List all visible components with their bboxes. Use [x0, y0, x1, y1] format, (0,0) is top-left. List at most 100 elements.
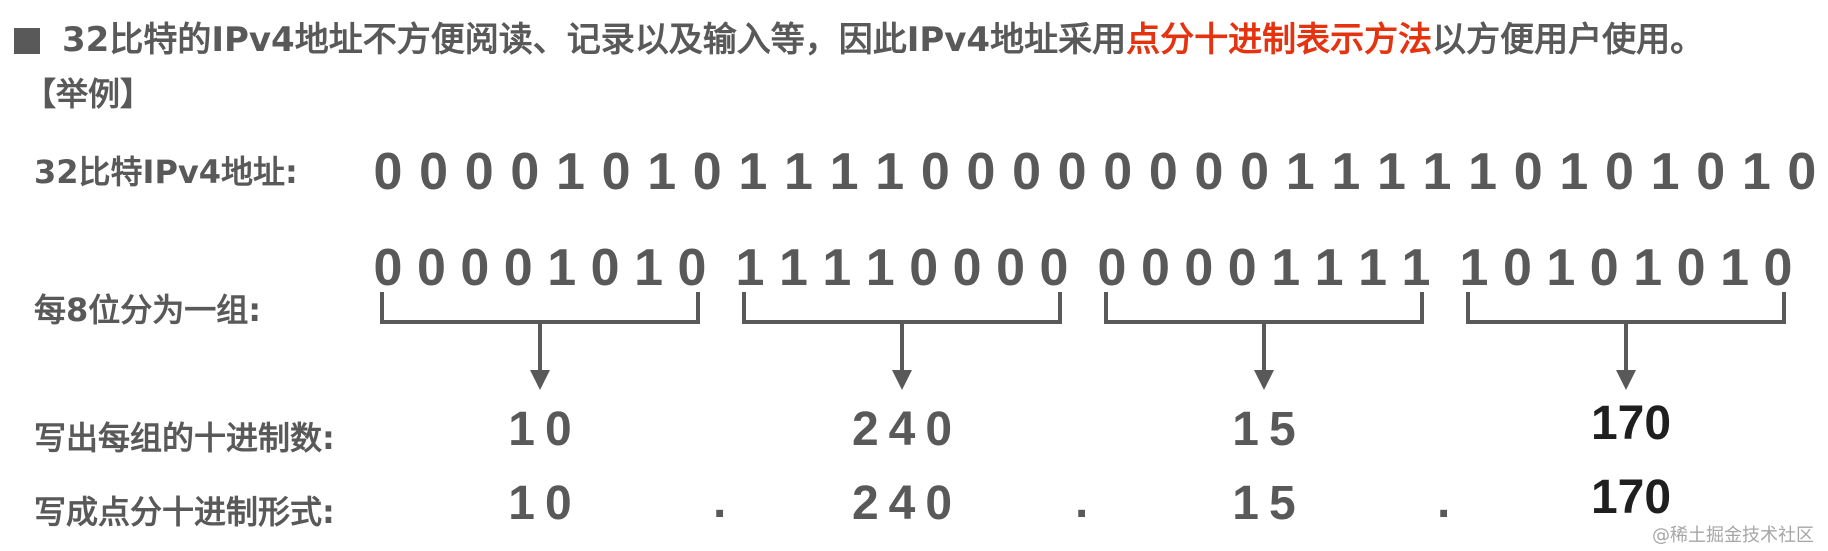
address-bit: 0 — [966, 143, 996, 201]
group-bit: 0 — [909, 239, 939, 297]
address-bit: 0 — [419, 143, 449, 201]
address-bit: 1 — [829, 143, 859, 201]
group-bit: 1 — [1633, 239, 1663, 297]
headline-highlight: 点分十进制表示方法 — [1126, 20, 1433, 60]
group-bit: 0 — [996, 239, 1025, 297]
address-bit: 1 — [1331, 143, 1361, 201]
group-bit: 0 — [460, 239, 490, 297]
address-bit: 1 — [1285, 143, 1315, 201]
arrow-down-icon — [1254, 370, 1274, 390]
group-bit: 0 — [1097, 239, 1127, 297]
address-bit: 0 — [464, 143, 494, 201]
group-bit: 0 — [1039, 239, 1069, 297]
headline-suffix: 以方便用户使用。 — [1432, 20, 1705, 60]
decimal-value: 15 — [1232, 403, 1306, 456]
decimal-value: 240 — [851, 403, 963, 456]
group-bracket — [1466, 292, 1786, 324]
address-bit: 0 — [920, 143, 950, 201]
group-label: 每8位分为一组: — [34, 291, 262, 329]
arrow-down-icon — [1616, 370, 1636, 390]
dot-separator: . — [1437, 475, 1451, 528]
group-bit: 0 — [1763, 239, 1793, 297]
arrow-down-icon — [892, 370, 912, 390]
group-bracket — [1104, 292, 1424, 324]
dotted-value: 10 — [508, 477, 582, 530]
dotted-value: 240 — [851, 477, 963, 530]
address-bit: 1 — [875, 143, 905, 201]
address-bit: 0 — [601, 143, 631, 201]
headline: 32比特的IPv4地址不方便阅读、记录以及输入等，因此IPv4地址采用点分十进制… — [62, 10, 1704, 70]
group-bit: 0 — [1589, 239, 1619, 297]
address-bit: 0 — [1240, 143, 1270, 201]
group-bit: 1 — [1358, 239, 1387, 297]
address-bit: 1 — [1468, 143, 1498, 201]
decimal-value: 10 — [508, 403, 582, 456]
group-bit: 1 — [547, 239, 577, 297]
group-bit: 1 — [1271, 239, 1301, 297]
address-bit: 1 — [647, 143, 677, 201]
arrow-down-icon — [530, 370, 550, 390]
watermark: @稀土掘金技术社区 — [1652, 525, 1814, 546]
group-bit: 0 — [416, 239, 446, 297]
group-bracket — [742, 292, 1062, 324]
address-bit: 0 — [1696, 143, 1726, 201]
address-bit: 1 — [1559, 143, 1589, 201]
group-bit: 1 — [634, 239, 663, 297]
group-bit: 0 — [590, 239, 620, 297]
group-bit: 1 — [1546, 239, 1576, 297]
group-bit: 0 — [1140, 239, 1170, 297]
address-bit: 0 — [1787, 143, 1817, 201]
decimal-value: 170 — [1590, 397, 1672, 450]
address-bit: 0 — [1604, 143, 1634, 201]
group-bit: 0 — [503, 239, 533, 297]
address-bit: 1 — [1422, 143, 1452, 201]
group-bit: 0 — [373, 239, 403, 297]
dot-separator: . — [713, 475, 727, 528]
dot-separator: . — [1075, 475, 1089, 528]
bullet-square-icon — [14, 28, 40, 54]
address-bit: 1 — [1741, 143, 1771, 201]
group-bracket — [380, 292, 700, 324]
address-label: 32比特IPv4地址: — [34, 153, 298, 191]
address-bit: 0 — [1148, 143, 1178, 201]
address-bit: 0 — [1012, 143, 1041, 201]
address-bit: 0 — [373, 143, 403, 201]
group-bit: 1 — [865, 239, 895, 297]
address-bit: 0 — [1513, 143, 1543, 201]
group-bit: 0 — [1502, 239, 1532, 297]
address-bit: 0 — [1103, 143, 1133, 201]
group-bit: 0 — [952, 239, 982, 297]
address-bit: 0 — [692, 143, 722, 201]
dotted-value: 170 — [1590, 471, 1672, 524]
dotted-label: 写成点分十进制形式: — [34, 493, 335, 531]
group-bit: 1 — [1720, 239, 1749, 297]
example-label: 【举例】 — [24, 75, 153, 113]
address-bit: 1 — [555, 143, 585, 201]
address-bit: 0 — [1057, 143, 1087, 201]
group-bit: 0 — [1227, 239, 1257, 297]
decimal-label: 写出每组的十进制数: — [34, 419, 335, 457]
dotted-value: 15 — [1232, 477, 1306, 530]
group-bit: 1 — [1459, 239, 1489, 297]
group-bit: 1 — [778, 239, 808, 297]
address-bit: 0 — [510, 143, 540, 201]
group-bit: 0 — [1184, 239, 1214, 297]
group-bit: 0 — [677, 239, 707, 297]
headline-prefix: 32比特的IPv4地址不方便阅读、记录以及输入等，因此IPv4地址采用 — [62, 20, 1127, 60]
address-bit: 1 — [738, 143, 768, 201]
group-bit: 1 — [1401, 239, 1431, 297]
group-bit: 1 — [1314, 239, 1344, 297]
group-bit: 1 — [822, 239, 852, 297]
address-bit: 1 — [1376, 143, 1406, 201]
address-bit: 0 — [1194, 143, 1224, 201]
group-bit: 0 — [1676, 239, 1706, 297]
address-bit: 1 — [784, 143, 813, 201]
address-bit: 1 — [1650, 143, 1680, 201]
group-bit: 1 — [735, 239, 765, 297]
